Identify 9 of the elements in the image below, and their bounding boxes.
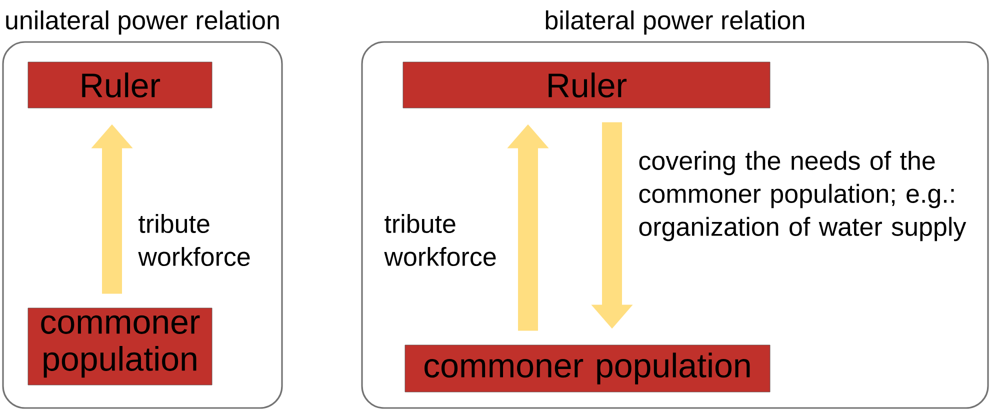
node-label: bilateral power relation xyxy=(546,10,804,35)
edge-label: tribute workforce xyxy=(384,214,496,266)
edge-label: tribute workforce xyxy=(138,214,250,266)
label-box: Ruler xyxy=(28,62,212,108)
label-box: commoner population xyxy=(404,344,770,392)
edge-label: covering the needs of the commoner population; e.g.: organization of water supply xyxy=(639,150,966,242)
label-box: commoner population xyxy=(28,308,212,386)
label-box: Ruler xyxy=(402,62,770,108)
node-label: unilateral power relation xyxy=(6,10,279,35)
